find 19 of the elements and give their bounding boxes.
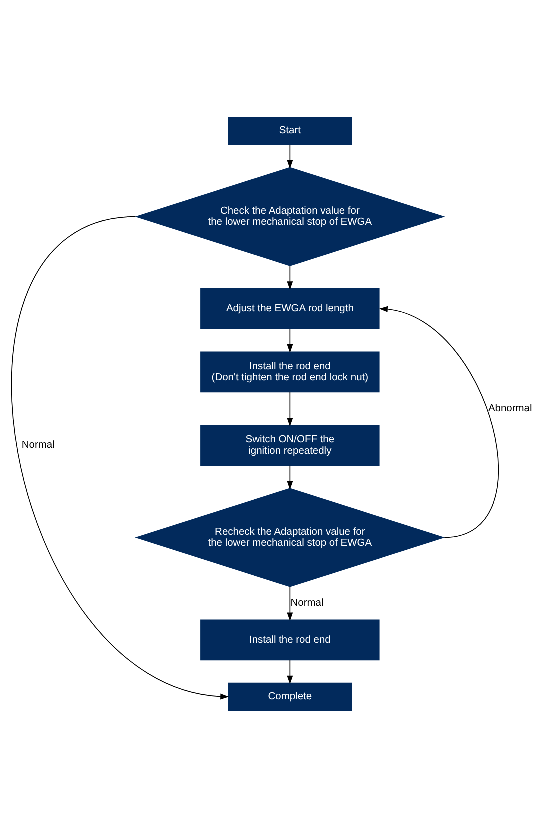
node-box: Adjust the EWGA rod length [200,288,380,329]
node-box: Start [228,116,352,145]
arrow [287,265,294,290]
edge-label: Normal [22,440,55,451]
edge-label: Normal [290,598,324,609]
arrow [287,586,294,621]
arrow [287,144,294,168]
node-diamond: Recheck the Adaptation value for the lower mechanical stop of EWGA [135,488,446,587]
arrow [287,659,294,684]
arrow [287,328,294,353]
arrow [287,464,294,490]
node-box: Switch ON/OFF the ignition repeatedly [200,424,380,466]
edge-label: Abnormal [488,403,532,414]
node-box: Install the rod end [200,619,380,660]
node-box: Install the rod end (Don't tighten the rod end lock nut) [200,351,380,392]
node-diamond: Check the Adaptation value for the lower mechanical stop of EWGA [135,166,446,266]
arrow [379,306,499,538]
node-box: Complete [228,682,352,711]
arrow [287,391,294,426]
